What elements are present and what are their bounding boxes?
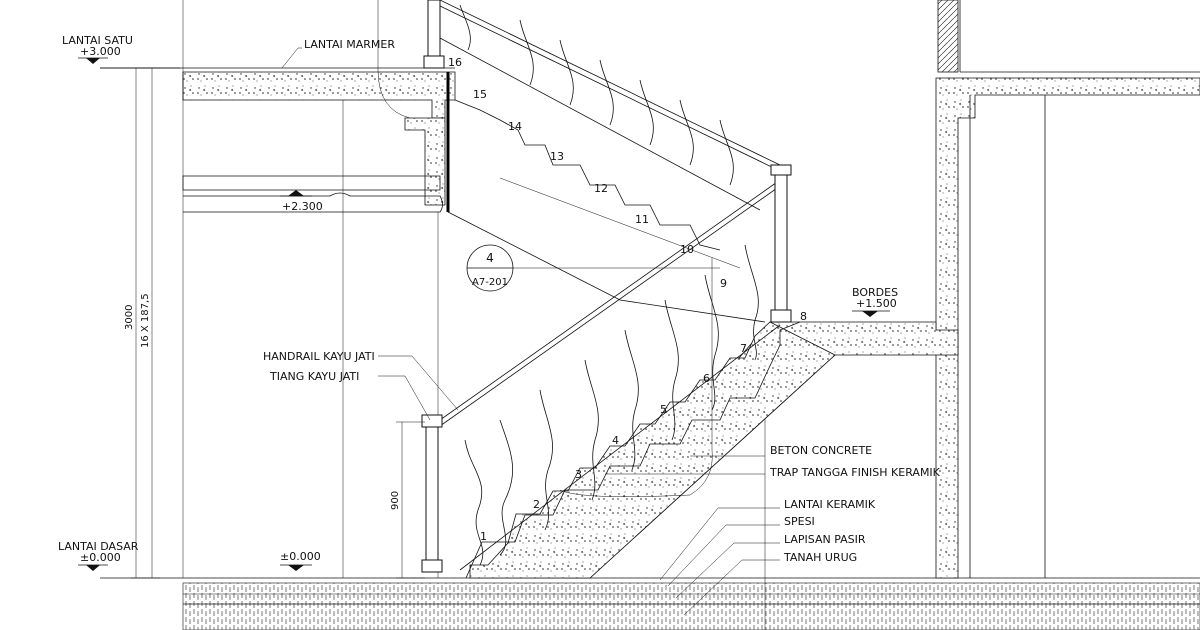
upper-railing — [439, 0, 781, 211]
level-value: +1.500 — [856, 297, 897, 310]
dimension-value: 900 — [390, 491, 401, 510]
level-value: +3.000 — [80, 45, 121, 58]
detail-sheet: A7-201 — [472, 277, 508, 288]
level-ceiling: +2.300 — [280, 190, 323, 213]
step-number: 15 — [473, 88, 487, 101]
level-lantai-dasar: LANTAI DASAR ±0.000 — [58, 540, 180, 579]
step-number: 8 — [800, 310, 807, 323]
lower-flight-steps — [465, 321, 801, 579]
callout-label: TANAH URUG — [783, 551, 857, 564]
dimension-railing-height: 900 — [390, 421, 425, 579]
level-lantai-satu: LANTAI SATU +3.000 — [62, 34, 180, 69]
callout-tanah-urug: TANAH URUG — [683, 551, 857, 616]
callout-label: TRAP TANGGA FINISH KERAMIK — [769, 466, 941, 479]
upper-flight-soffit — [447, 211, 766, 323]
step-number: 5 — [660, 403, 667, 416]
step-number: 12 — [594, 182, 608, 195]
step-number: 2 — [533, 498, 540, 511]
level-value: +2.300 — [282, 200, 323, 213]
level-floor: ±0.000 — [280, 550, 321, 571]
ground-floor-slab — [180, 577, 1200, 630]
upper-arc — [377, 69, 411, 119]
detail-marker: 4 A7-201 — [466, 244, 720, 292]
callout-label: LAPISAN PASIR — [784, 533, 866, 546]
callout-label: SPESI — [784, 515, 815, 528]
detail-number: 4 — [486, 251, 494, 265]
callout-spesi: SPESI — [667, 515, 815, 587]
step-number: 6 — [703, 372, 710, 385]
step-number: 4 — [612, 434, 619, 447]
callout-lantai-marmer: LANTAI MARMER — [281, 38, 395, 69]
callout-label: HANDRAIL KAYU JATI — [263, 350, 375, 363]
callout-label: TIANG KAYU JATI — [269, 370, 359, 383]
lower-railing — [439, 179, 781, 571]
detail-arc — [559, 258, 713, 497]
step-number: 11 — [635, 213, 649, 226]
level-label: LANTAI DASAR — [58, 540, 139, 553]
step-number: 7 — [740, 342, 747, 355]
callout-trap: TRAP TANGGA FINISH KERAMIK — [605, 466, 941, 479]
callout-lantai-keramik: LANTAI KERAMIK — [659, 498, 876, 581]
step-number: 10 — [680, 243, 694, 256]
callout-label: BETON CONCRETE — [770, 444, 872, 457]
callout-label: LANTAI MARMER — [304, 38, 395, 51]
dimension-riser: 16 X 187,5 — [140, 293, 151, 348]
level-label: BORDES — [852, 286, 898, 299]
level-value: ±0.000 — [80, 551, 121, 564]
level-value: ±0.000 — [280, 550, 321, 563]
step-number: 14 — [508, 120, 522, 133]
newel-post-top — [423, 0, 445, 69]
step-number: 9 — [720, 277, 727, 290]
level-bordes: BORDES +1.500 — [852, 286, 898, 317]
callout-lapisan-pasir: LAPISAN PASIR — [675, 533, 866, 599]
step-number: 3 — [575, 468, 582, 481]
level-label: LANTAI SATU — [62, 34, 133, 47]
lower-flight-concrete — [469, 321, 836, 579]
step-number: 1 — [480, 530, 487, 543]
callout-handrail: HANDRAIL KAYU JATI — [263, 350, 459, 411]
upper-flight-steps — [454, 99, 721, 251]
newel-post-landing — [770, 164, 792, 323]
callout-tiang: TIANG KAYU JATI — [269, 370, 431, 421]
dimension-total-height: 3000 16 X 187,5 — [124, 67, 160, 579]
right-wall — [935, 0, 1200, 579]
step-number: 13 — [550, 150, 564, 163]
callout-label: LANTAI KERAMIK — [784, 498, 876, 511]
callout-beton: BETON CONCRETE — [690, 444, 872, 457]
dimension-value: 3000 — [124, 305, 135, 330]
newel-post-bottom — [421, 414, 443, 573]
step-number: 16 — [448, 56, 462, 69]
step-numbers: 1 2 3 4 5 6 7 8 9 10 11 12 13 14 15 16 — [448, 56, 807, 543]
